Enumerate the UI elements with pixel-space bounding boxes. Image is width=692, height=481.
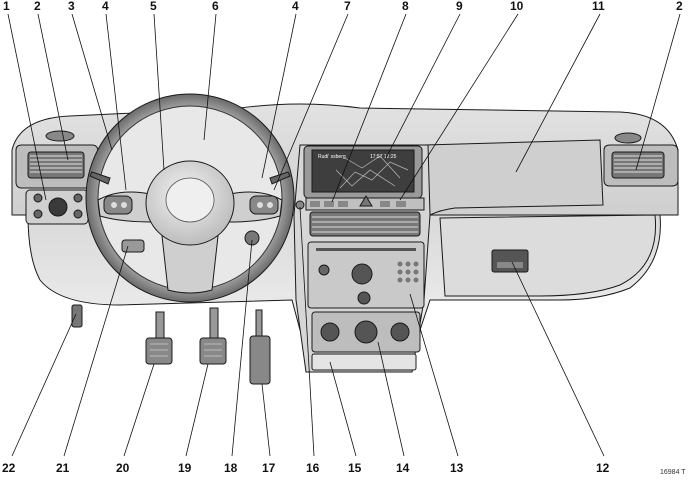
leader-lines [7, 13, 681, 457]
spoke-button [257, 202, 263, 208]
callout-label: 22 [2, 461, 16, 475]
brake-pedal [199, 337, 227, 365]
callout-label: 10 [510, 0, 524, 13]
nav-screen [311, 149, 415, 193]
callout-label: 3 [68, 0, 75, 13]
cd-slot [316, 248, 416, 251]
glovebox-handle [491, 249, 529, 273]
clutch-pedal [145, 337, 173, 365]
callout-label: 2 [676, 0, 683, 13]
climate-knob-left [320, 322, 340, 342]
left-vent-assembly [15, 130, 99, 225]
lower-spoke [161, 235, 219, 294]
console-button [310, 201, 320, 207]
callout-label: 4 [102, 0, 109, 13]
callout-label: 2 [34, 0, 41, 13]
callout-label: 14 [396, 461, 410, 475]
brake-pedal-arm [209, 307, 219, 341]
switch-button [73, 193, 83, 203]
center-vent [309, 211, 421, 237]
callout-label: 1 [3, 0, 10, 13]
callout-label: 16 [306, 461, 320, 475]
left-stalk [89, 171, 111, 185]
console-button [338, 201, 348, 207]
center-console: Rudi' ssberg 17:57 12:25 [293, 144, 431, 373]
spoke-button [267, 202, 273, 208]
callout-label: 18 [224, 461, 238, 475]
glovebox-handle-inner [497, 262, 523, 268]
callout-label: 17 [262, 461, 276, 475]
column-adjust-lever [121, 239, 145, 253]
accelerator-pedal [249, 335, 271, 385]
climate-knob-right [390, 322, 410, 342]
console-button [396, 201, 406, 207]
spoke-button [121, 202, 127, 208]
right-vent-slats [614, 155, 662, 173]
keypad [397, 261, 419, 283]
callout-label: 19 [178, 461, 192, 475]
switch-button [33, 209, 43, 219]
clutch-pedal-ridges [150, 343, 168, 357]
ignition-switch [244, 230, 260, 246]
left-spoke-buttons [103, 195, 133, 215]
passenger-upper-panel [424, 139, 604, 216]
right-stalk [269, 171, 291, 185]
nav-map [335, 155, 409, 189]
callout-label: 21 [56, 461, 70, 475]
horn-pad [165, 177, 215, 223]
switch-button [33, 193, 43, 203]
right-defroster-vent [614, 132, 642, 144]
callout-label: 15 [348, 461, 362, 475]
steering-wheel [85, 93, 295, 303]
callout-label: 11 [592, 0, 605, 13]
callout-label: 6 [212, 0, 219, 13]
switch-button [73, 209, 83, 219]
audio-main-knob [351, 263, 373, 285]
callout-label: 9 [456, 0, 463, 13]
callout-label: 12 [596, 461, 610, 475]
left-defroster-vent [45, 130, 75, 142]
storage-compartment [311, 353, 417, 371]
console-button [324, 201, 334, 207]
callout-label: 4 [292, 0, 299, 13]
brake-pedal-ridges [204, 343, 222, 357]
climate-knob-center [354, 320, 378, 344]
callout-label: 5 [150, 0, 157, 13]
spoke-button [111, 202, 117, 208]
console-button [380, 201, 390, 207]
volume-knob [318, 264, 330, 276]
right-vent-assembly [603, 132, 679, 187]
right-spoke-buttons [249, 195, 279, 215]
image-reference: 16984 T [660, 469, 686, 476]
screen-line-2: 17:57 12:25 [370, 154, 397, 160]
glovebox-panel [439, 214, 657, 297]
hazard-button [359, 195, 373, 207]
callout-label: 13 [450, 461, 464, 475]
bonnet-release-lever [71, 304, 83, 328]
callout-label: 7 [344, 0, 351, 13]
center-vent-slats [312, 216, 418, 233]
callout-label: 8 [402, 0, 409, 13]
callout-label: 20 [116, 461, 130, 475]
nav-joystick [357, 291, 371, 305]
callout-labels: 1 2 3 4 5 6 4 7 8 9 10 11 2 22 21 20 19 … [2, 0, 683, 475]
pedal-assembly [71, 304, 271, 385]
light-switch-knob [48, 197, 68, 217]
screen-line-1: Rudi' ssberg [318, 154, 346, 160]
